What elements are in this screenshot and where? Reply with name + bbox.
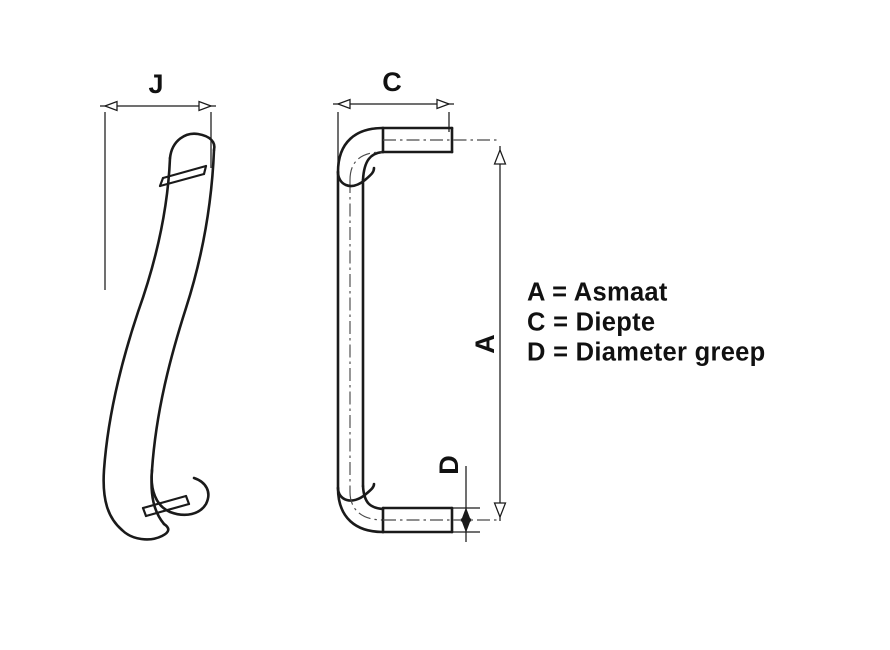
dimension-d: D: [434, 455, 480, 542]
side-view-u-shape: [336, 126, 500, 534]
top-elbow-ellipse-front: [336, 166, 376, 188]
top-elbow-centerline: [349, 151, 384, 181]
legend-entry-c: C = Diepte: [527, 309, 655, 337]
bow-bottom-cap: [120, 522, 170, 541]
bottom-elbow-inner-arc: [361, 484, 385, 511]
dimension-j-arrow-left: [103, 100, 118, 112]
bow-top-seam-right-end: [202, 164, 208, 176]
bow-top-seam-left-end: [158, 176, 165, 188]
dimension-c: C: [333, 67, 454, 175]
dimension-a-arrow-top: [493, 148, 507, 165]
bow-top-seam-inner: [158, 172, 206, 188]
dimension-c-arrow-right: [436, 98, 451, 110]
dimension-j-arrow-right: [198, 100, 213, 112]
bow-bottom-seam-left-end: [141, 506, 148, 518]
legend-entry-d: D = Diameter greep: [527, 339, 766, 367]
dimension-a: A: [470, 146, 507, 521]
dimension-j-label: J: [148, 69, 163, 99]
legend: A = Asmaat C = Diepte D = Diameter greep: [527, 279, 766, 367]
bottom-elbow-centerline: [349, 491, 384, 521]
bow-top-cap: [168, 132, 216, 160]
bow-bottom-seam-outer: [141, 494, 188, 510]
dimension-a-arrow-bottom: [493, 502, 507, 519]
dimension-j: J: [100, 69, 216, 290]
bow-bottom-seam-right-end: [184, 494, 191, 506]
bow-inner-contour: [102, 156, 172, 532]
bottom-elbow-outer-arc: [336, 486, 385, 534]
top-elbow-inner-arc: [361, 150, 385, 182]
front-view-curved-bow: [102, 132, 216, 541]
bow-top-seam-outer: [161, 164, 208, 180]
bottom-elbow-ellipse-front: [336, 482, 376, 502]
dimension-d-arrow-lower: [460, 518, 472, 533]
dimension-d-label: D: [434, 455, 464, 475]
bow-bottom-tip: [150, 468, 210, 517]
dimension-c-label: C: [382, 67, 402, 97]
dimension-c-arrow-left: [336, 98, 351, 110]
legend-entry-a: A = Asmaat: [527, 279, 668, 307]
dimension-a-label: A: [470, 334, 500, 354]
